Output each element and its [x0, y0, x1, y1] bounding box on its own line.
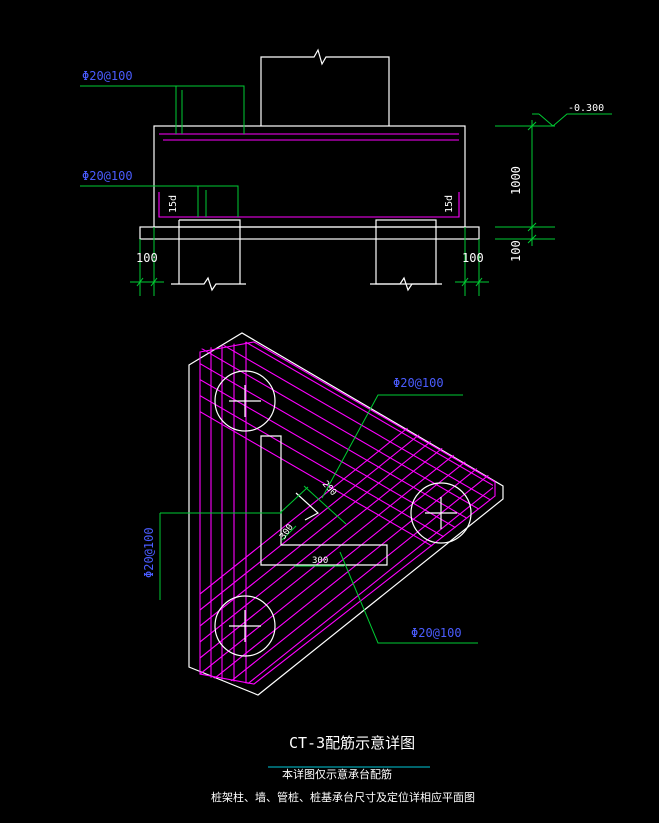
pile-top-left [214, 370, 276, 432]
rebar-bottom-label: Φ20@100 [82, 169, 133, 183]
anchor-right-label: 15d [444, 195, 455, 213]
elevation-marker [538, 113, 612, 127]
note-line-2: 桩架柱、墙、管桩、桩基承台尺寸及定位详相应平面图 [211, 790, 475, 804]
anchor-left-label: 15d [168, 195, 179, 213]
cap-plan-outline [188, 332, 504, 696]
column-outline [260, 48, 390, 126]
pile-right [375, 219, 437, 285]
bottom-rebar [158, 192, 460, 218]
wall-column [260, 435, 388, 566]
title-block: CT-3配筋示意详图 本详图仅示意承台配筋 桩架柱、墙、管桩、桩基承台尺寸及定位… [211, 734, 475, 804]
height-dimension: 1000 [509, 166, 523, 195]
bedding-layer [139, 226, 480, 240]
elevation-label: -0.300 [568, 103, 604, 114]
pile-bottom-left [214, 595, 276, 657]
plan-rebar-top-right-label: Φ20@100 [393, 376, 444, 390]
note-line-1: 本详图仅示意承台配筋 [282, 767, 392, 781]
cap-outline [153, 125, 466, 228]
plan-rebar-left-label: Φ20@100 [142, 527, 156, 578]
pile-cap-plan: 300 200 300 Φ20@100 Φ20@100 Φ20@100 [142, 332, 504, 696]
pile-cap-section: 15d 15d Φ20@100 Φ20@100 1000 100 -0.300 … [80, 48, 612, 296]
drawing-title: CT-3配筋示意详图 [289, 734, 415, 752]
base-dimension: 100 [509, 240, 523, 262]
dim-c-label: 300 [312, 556, 328, 566]
left-spacing-label: 100 [136, 251, 158, 265]
right-spacing-label: 100 [462, 251, 484, 265]
pile-left [179, 219, 241, 284]
plan-rebar-bottom-right-label: Φ20@100 [411, 626, 462, 640]
pile-right [410, 482, 472, 544]
rebar-top-label: Φ20@100 [82, 69, 133, 83]
